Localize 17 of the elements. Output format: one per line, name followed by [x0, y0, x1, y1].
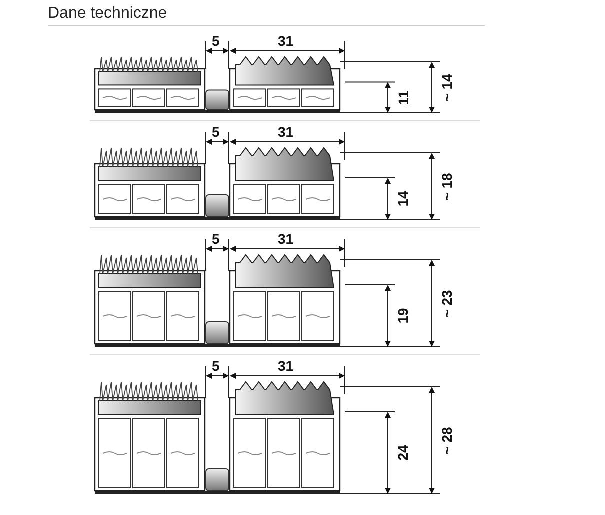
- dimension-label: 31: [278, 125, 294, 139]
- dimension-label: 31: [278, 34, 294, 48]
- dimension-label: ~ 23: [440, 290, 454, 318]
- dimension-label: 5: [212, 125, 220, 139]
- title: Dane techniczne: [48, 5, 168, 23]
- dimension-label: 5: [212, 232, 220, 246]
- dimension-label: 19: [396, 308, 410, 324]
- dimension-label: 5: [212, 34, 220, 48]
- dimension-label: ~ 18: [440, 172, 454, 200]
- dimension-label: 11: [396, 90, 410, 105]
- dimension-label: 31: [278, 232, 294, 246]
- dimension-label: 5: [212, 359, 220, 373]
- dimension-label: ~ 14: [440, 74, 454, 102]
- dimension-label: ~ 28: [440, 426, 454, 454]
- dimension-label: 14: [396, 191, 410, 207]
- dimension-label: 31: [278, 359, 294, 373]
- dimension-label: 24: [396, 445, 410, 461]
